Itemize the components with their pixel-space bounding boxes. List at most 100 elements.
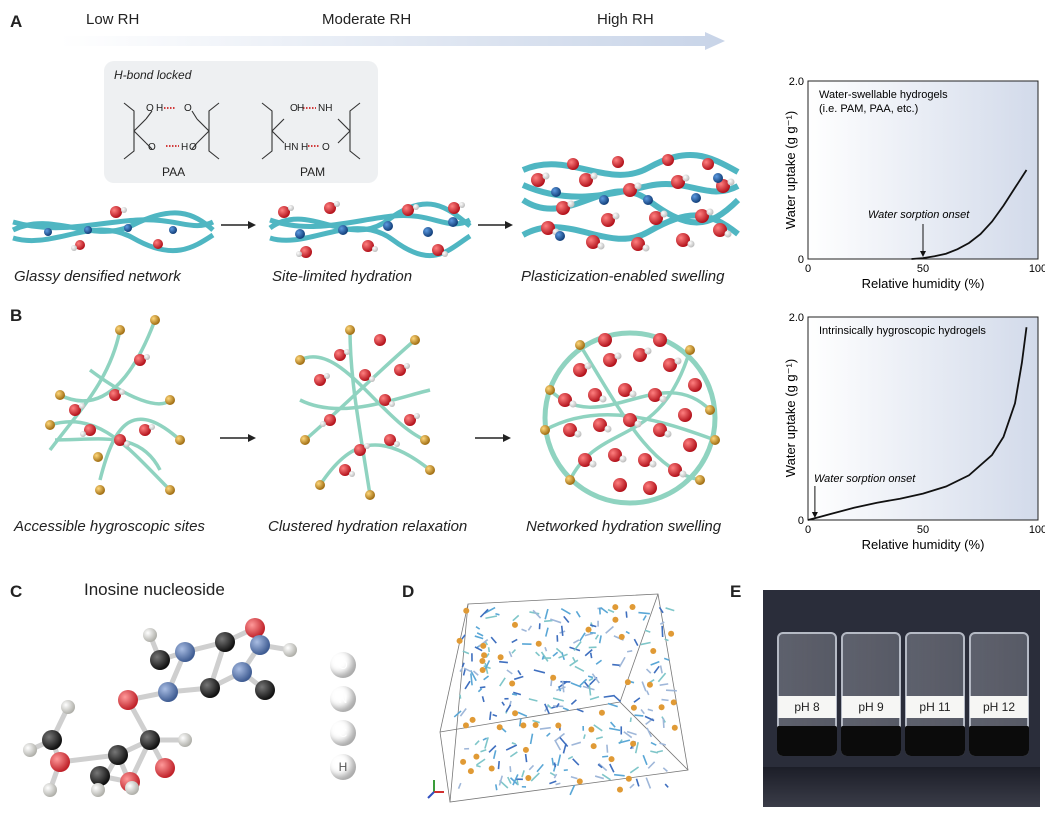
md-molecule [569, 659, 579, 667]
md-ion [496, 724, 503, 731]
md-molecule [572, 758, 580, 766]
md-molecule [635, 778, 640, 787]
chart-a-inset-line-1: Water-swellable hydrogels [819, 89, 948, 101]
md-molecule [513, 691, 522, 696]
md-molecule [662, 718, 665, 728]
md-molecule [658, 606, 664, 614]
md-molecule [550, 618, 562, 624]
md-molecule [562, 707, 569, 711]
md-molecule [509, 766, 512, 773]
md-molecule [475, 764, 481, 768]
chart-b-plot-area [807, 316, 1039, 521]
md-ion [460, 758, 467, 765]
md-molecule [497, 760, 500, 770]
md-molecule [476, 758, 486, 766]
md-molecule [661, 625, 664, 638]
rh-moderate-label: Moderate RH [322, 11, 412, 28]
legend-carbon-letter: C [338, 726, 348, 740]
md-molecule [511, 649, 517, 654]
md-molecule [492, 750, 497, 759]
md-molecule [576, 708, 584, 713]
chart-a-ylabel: Water uptake (g g⁻¹) [783, 111, 798, 229]
md-molecule [588, 677, 594, 682]
md-molecule [552, 697, 564, 702]
md-molecule [499, 660, 508, 664]
md-molecule [539, 726, 551, 730]
md-ion [630, 740, 637, 747]
md-molecule [555, 702, 560, 708]
md-molecule [634, 742, 639, 754]
md-ion [590, 743, 597, 750]
md-ion [497, 654, 504, 661]
hbond-box-title: H-bond locked [114, 68, 192, 82]
md-molecule [513, 675, 524, 681]
md-molecule [626, 730, 637, 736]
caption-clustered: Clustered hydration relaxation [268, 518, 468, 535]
md-molecule [507, 776, 512, 784]
md-molecule [582, 685, 595, 691]
md-ion [463, 607, 470, 614]
chart-b-ytick-bottom: 0 [798, 515, 804, 527]
legend-hydrogen-letter: H [338, 760, 348, 774]
md-ion [512, 710, 519, 717]
md-molecule [589, 652, 593, 659]
paa-atom-h2: H [181, 142, 188, 153]
inosine-model [23, 618, 297, 797]
md-molecule [618, 656, 626, 668]
md-molecule [650, 660, 660, 666]
md-molecule [536, 763, 544, 773]
md-molecule [559, 736, 569, 748]
md-molecule [475, 626, 481, 630]
md-molecule [570, 682, 582, 688]
md-molecule [609, 721, 616, 728]
md-molecule [462, 650, 470, 655]
md-molecule [664, 638, 669, 642]
vial-photo: pH 8 pH 9 pH 11 pH 12 [763, 590, 1040, 807]
pam-atom-o2: O [322, 142, 330, 153]
md-molecule [625, 630, 630, 635]
pam-atom-h2: H [301, 142, 308, 153]
md-ion [629, 604, 636, 611]
md-molecule [457, 782, 462, 789]
md-ion [550, 674, 557, 681]
md-molecule [530, 772, 540, 782]
md-molecule [480, 749, 487, 753]
chart-b-xtick-100: 100 [1029, 524, 1045, 536]
chart-b-ytick-top: 2.0 [789, 312, 804, 324]
md-molecule [598, 762, 608, 772]
chart-a: Water-swellable hydrogels (i.e. PAM, PAA… [783, 76, 1045, 291]
md-molecule [498, 775, 504, 786]
md-ion [479, 667, 486, 674]
md-molecule [593, 724, 603, 732]
vial-ph9: pH 9 [841, 632, 901, 756]
md-molecule [570, 775, 578, 780]
chart-b-curve [807, 327, 1028, 521]
md-ion [480, 642, 487, 649]
md-molecule [584, 649, 593, 657]
chart-a-xtick-50: 50 [917, 263, 929, 275]
md-molecule [483, 675, 490, 681]
chart-b: Intrinsically hygroscopic hydrogels Wate… [783, 312, 1045, 552]
md-molecule [569, 784, 576, 796]
md-molecule [532, 719, 540, 724]
md-molecule [546, 732, 551, 737]
md-molecule [479, 686, 486, 689]
md-ion [618, 633, 625, 640]
md-molecule [461, 662, 465, 668]
pam-atom-nh1: NH [318, 103, 332, 114]
md-molecule [479, 608, 489, 618]
md-molecule [541, 655, 545, 660]
vial-ph12: pH 12 [969, 632, 1029, 756]
md-molecule [589, 696, 600, 701]
md-molecule [633, 638, 639, 646]
md-particles [453, 604, 678, 796]
md-molecule [549, 772, 556, 777]
md-ion [522, 746, 529, 753]
md-molecule [607, 608, 615, 613]
md-ion [576, 778, 583, 785]
md-molecule [553, 762, 557, 768]
md-molecule [629, 717, 632, 723]
md-molecule [474, 635, 484, 640]
md-molecule [644, 715, 655, 722]
md-molecule [521, 628, 527, 632]
